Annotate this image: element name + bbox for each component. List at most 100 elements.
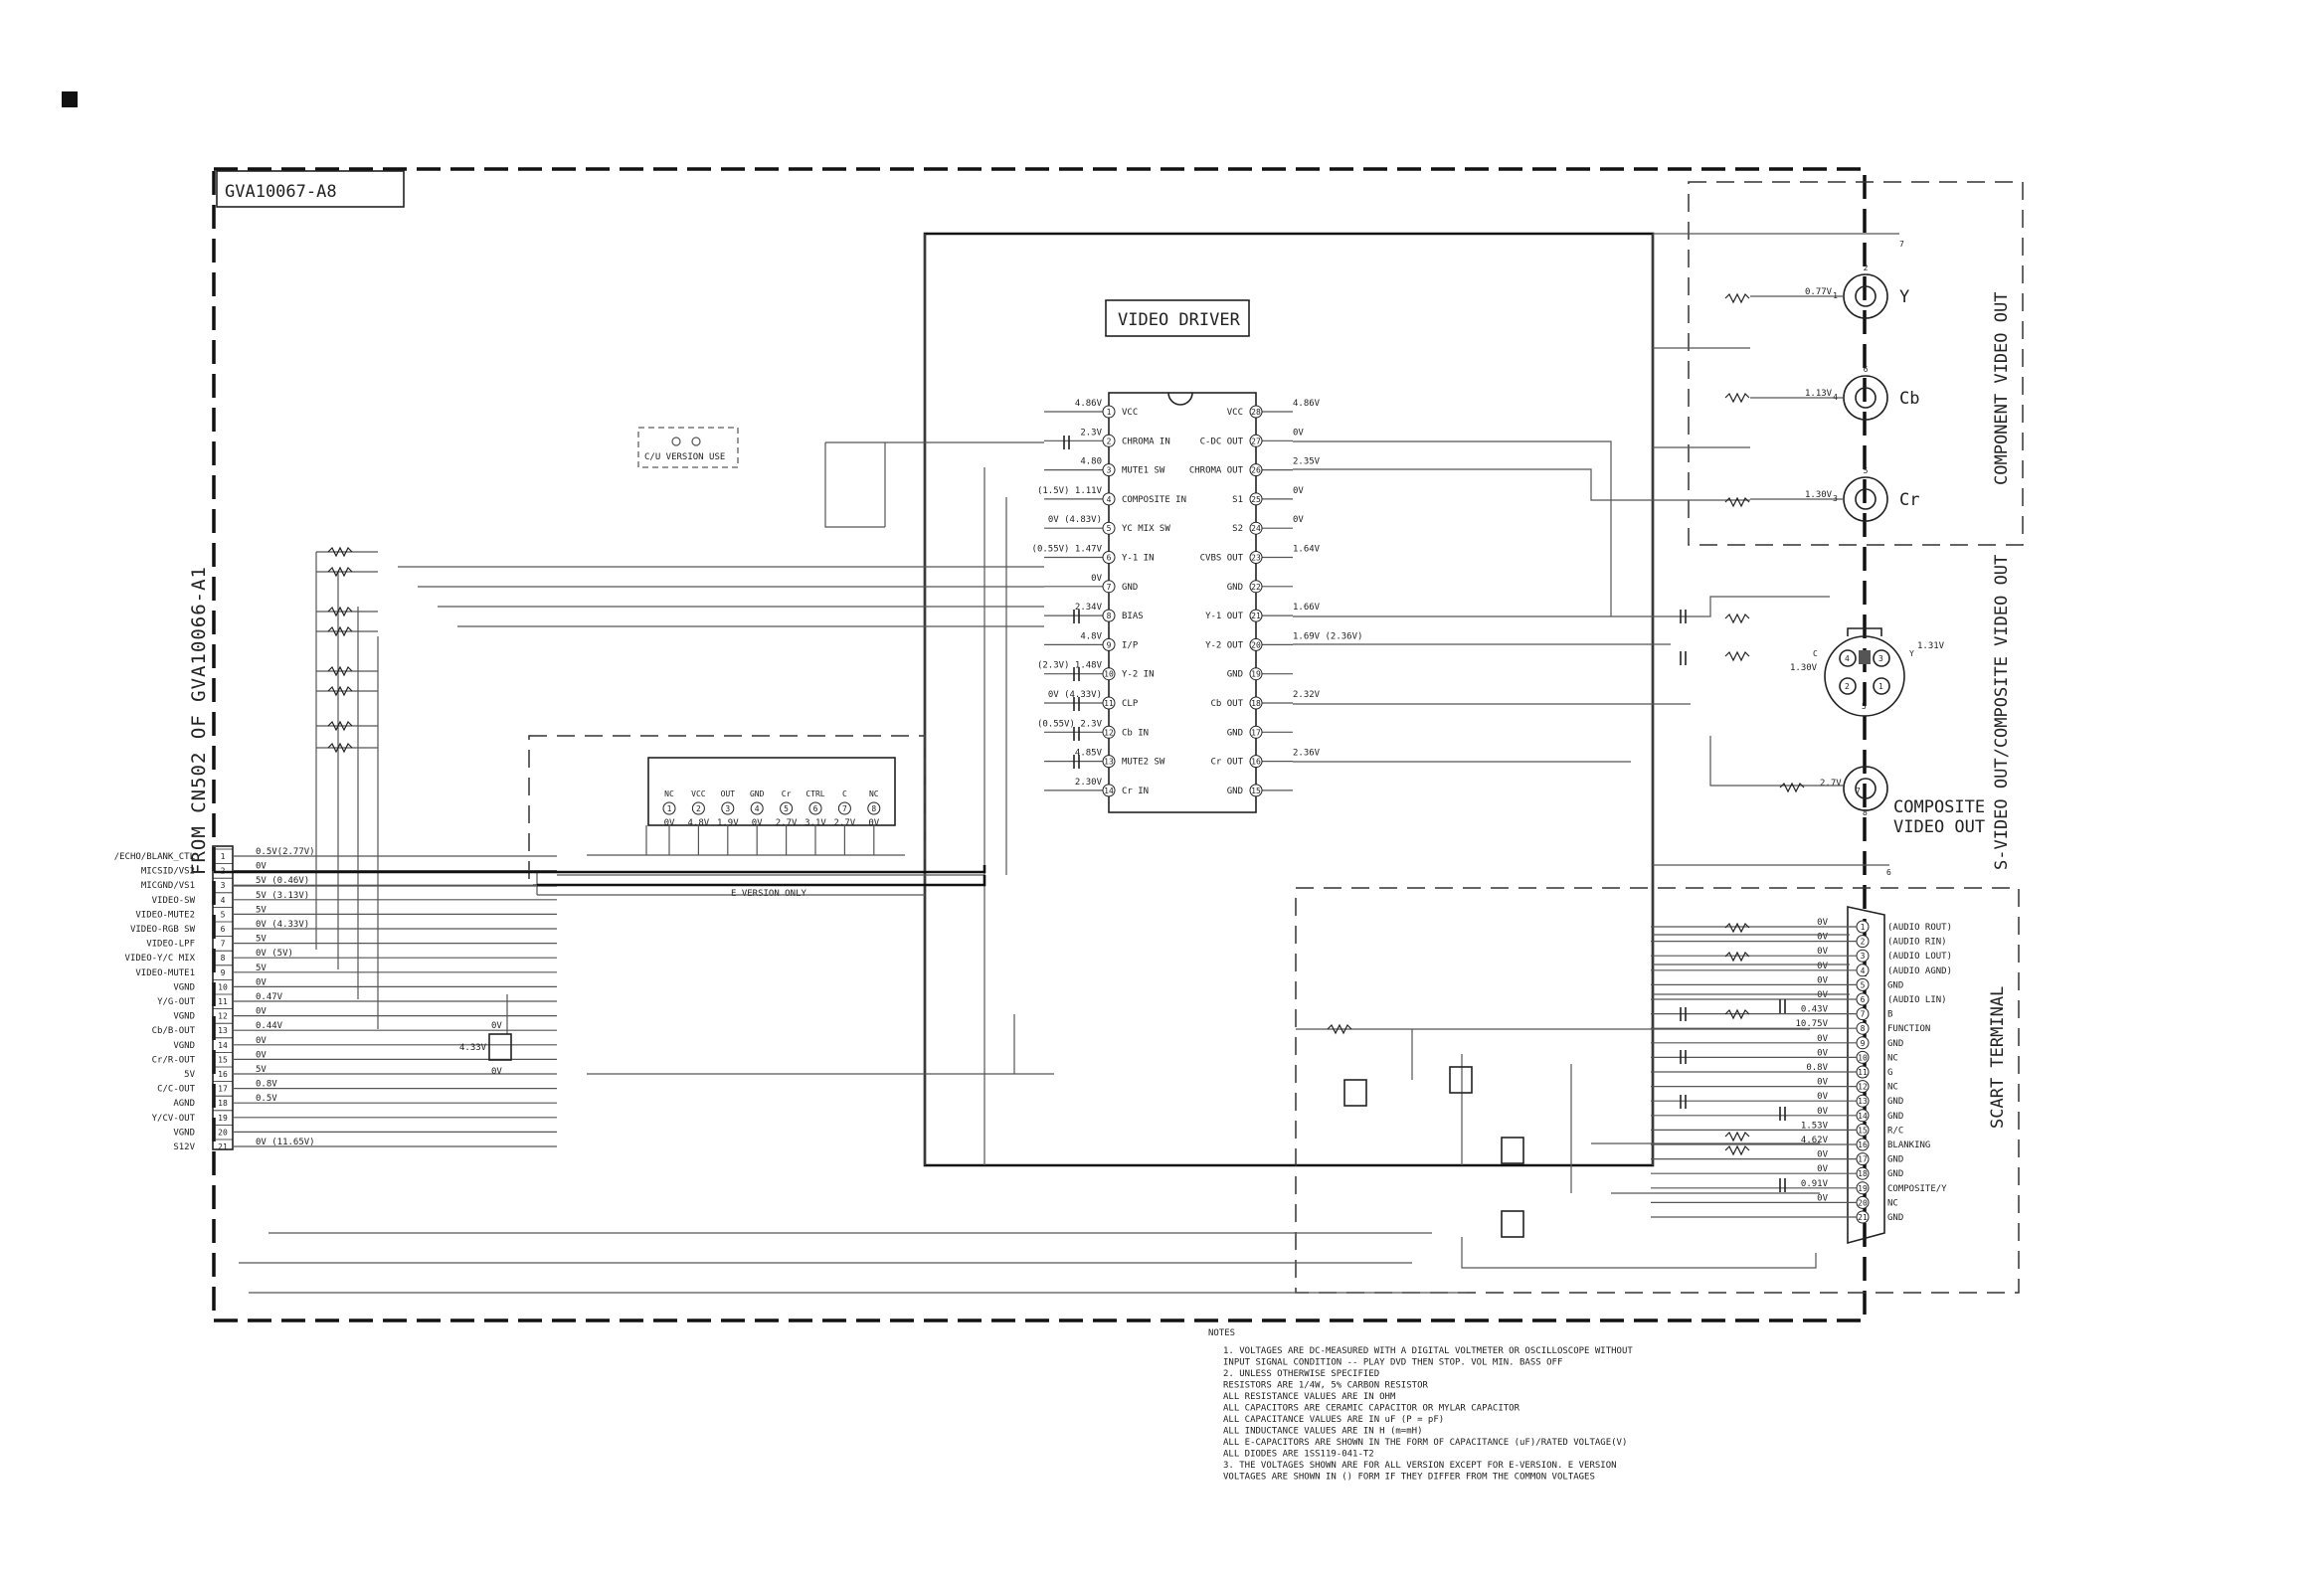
ic-left-pin-voltage: (0.55V) 2.3V [1037,719,1103,729]
scart-pin-name: NC [1887,1198,1898,1208]
ic-left-pin-name: Y-1 IN [1122,554,1155,564]
connector-pin-name: AGND [173,1099,195,1109]
connector-pin-voltage: 5V [256,905,267,915]
svideo-pin1: 1 [1878,682,1883,691]
component-out-box [1688,181,2024,546]
ic-left-pin-number: 11 [1104,699,1114,708]
scart-pin-number: 9 [1861,1039,1866,1048]
ic-right-pin-voltage: 4.86V [1293,399,1321,409]
ic-right-pin-voltage: 1.66V [1293,603,1321,613]
connector-pin-voltage: 0V (4.33V) [256,920,309,930]
scart-pin-voltage: 0V [1817,962,1828,971]
scart-pin-voltage: 0V [1817,1164,1828,1174]
notes-line: ALL INDUCTANCE VALUES ARE IN H (m=mH) [1223,1427,1422,1437]
cu-version-box [637,427,739,468]
ic-right-pin-number: 15 [1251,787,1261,795]
svideo-pin3: 3 [1878,654,1883,663]
ic-left-pin-number: 1 [1107,408,1112,417]
scart-pin-voltage: 1.53V [1801,1121,1829,1131]
composite-title-1: COMPOSITE [1893,797,1985,817]
component-jack-name: Y [1899,287,1909,307]
scart-pin-voltage: 0.43V [1801,1005,1829,1015]
component-jack-pin-top: 6 [1864,365,1869,374]
connector-pin-voltage: 0V (5V) [256,949,293,959]
ic-left-pin-number: 13 [1104,758,1114,767]
notes-lines: 1. VOLTAGES ARE DC-MEASURED WITH A DIGIT… [1223,1346,1633,1483]
scart-pin-name: GND [1887,1155,1903,1165]
ic-right-pin-number: 27 [1251,437,1261,445]
scart-pin-number: 13 [1858,1097,1868,1106]
ic-left-pin-voltage: 2.30V [1075,778,1103,788]
e-module-pin-name: NC [869,790,879,798]
svideo-ground-pin: 5 [1862,702,1867,711]
scart-pin-voltage: 0V [1817,1107,1828,1117]
scart-pin-voltage: 0V [1817,918,1828,928]
connector-pin-name: S12V [173,1142,195,1152]
ic-left-pin-number: 14 [1104,787,1114,795]
ic-left-pin-number: 5 [1107,524,1112,533]
e-module-pin-name: GND [750,790,765,798]
component-jack-pin-top: 2 [1864,263,1869,272]
section-marker [62,91,78,107]
ic-right-pin-voltage: 1.69V (2.36V) [1293,631,1362,641]
ic-left-pin-voltage: (0.55V) 1.47V [1032,545,1103,555]
notes-line: 3. THE VOLTAGES SHOWN ARE FOR ALL VERSIO… [1223,1461,1617,1471]
wiring [214,233,1899,1294]
scart-connector [1847,906,1885,1245]
scart-pin-name: (AUDIO LIN) [1887,995,1947,1005]
scart-pin-name: BLANKING [1887,1141,1930,1150]
ic-right-pin-voltage: 0V [1293,486,1304,496]
ic-left-pin-voltage: 0V (4.33V) [1048,690,1102,700]
ic-left-pin-voltage: 4.86V [1075,399,1103,409]
ic-left-pin-voltage: 0V [1091,574,1102,584]
ic-left-pin-name: GND [1122,583,1138,593]
scart-pin-voltage: 4.62V [1801,1136,1829,1145]
connector-pin-number: 13 [218,1026,228,1035]
from-label: FROM CN502 OF GVA10066-A1 [188,566,210,875]
scart-pin-number: 21 [1858,1213,1868,1222]
scart-box [1295,887,2020,1294]
scart-title: SCART TERMINAL [1988,986,2008,1129]
e-module-pin-name: C [842,790,847,798]
notes-line: ALL DIODES ARE 1SS119-041-T2 [1223,1450,1374,1460]
connector-pin-voltage: 0.47V [256,992,283,1002]
scart-pin-name: NC [1887,1083,1898,1093]
scart-pin-name: GND [1887,1213,1903,1223]
ic-left-pin-voltage: 2.3V [1080,428,1102,438]
scart-pin-name: (AUDIO LOUT) [1887,952,1952,962]
connector-pin-voltage: 0V (11.65V) [256,1138,315,1147]
connector-pin-name: VGND [173,1012,195,1022]
svideo-title: S-VIDEO OUT/COMPOSITE VIDEO OUT [1992,555,2012,870]
board-border [212,167,1867,1322]
ic-left-pin-name: I/P [1122,640,1139,650]
ic-left-pin-name: MUTE2 SW [1122,758,1165,768]
scart-pin-number: 11 [1858,1068,1868,1077]
scart-pin-number: 20 [1858,1198,1868,1207]
component-jack-pin-signal: 4 [1833,393,1838,402]
e-module-pin-voltage: 3.1V [804,818,826,828]
notes-line: RESISTORS ARE 1/4W, 5% CARBON RESISTOR [1223,1381,1428,1391]
ic-right-pin-name: GND [1227,583,1243,593]
notes-line: ALL CAPACITANCE VALUES ARE IN uF (P = pF… [1223,1415,1444,1425]
transistor-label-bottom: 0V [491,1067,502,1077]
connector-pin-name: /ECHO/BLANK_CTL [114,852,195,862]
connector-pin-number: 18 [218,1099,228,1108]
ic-left-pin-voltage: 4.8V [1080,631,1102,641]
connector-pin-name: VIDEO-MUTE1 [135,968,195,978]
component-ground-pin: 7 [1899,240,1904,249]
scart-pin-name: COMPOSITE/Y [1887,1184,1947,1194]
notes-line: ALL CAPACITORS ARE CERAMIC CAPACITOR OR … [1223,1404,1520,1414]
scart-pin-voltage: 0V [1817,947,1828,957]
ic-left-pin-number: 8 [1107,612,1112,620]
scart-pin-number: 2 [1861,938,1866,947]
e-module-pin-voltage: 1.9V [717,818,739,828]
scart-pin-voltage: 0V [1817,1078,1828,1088]
e-module-pin-number: 4 [755,804,760,813]
scart-pin-number: 10 [1858,1053,1868,1062]
ic-left-pin-name: VCC [1122,408,1138,418]
scart-pin-number: 14 [1858,1112,1868,1121]
connector-pin-name: Cr/R-OUT [152,1055,196,1065]
e-module-pin-voltage: 4.8V [688,818,710,828]
